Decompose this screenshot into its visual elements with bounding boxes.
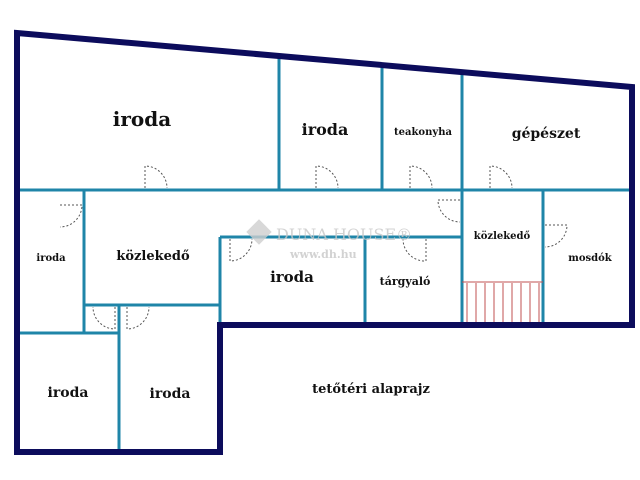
room-label: iroda <box>48 385 89 401</box>
inner-walls <box>17 57 632 452</box>
room-label: mosdók <box>568 253 613 264</box>
watermark-url: www.dh.hu <box>289 248 357 261</box>
room-label: iroda <box>270 268 314 286</box>
room-label: közlekedő <box>116 249 190 264</box>
room-label: tárgyaló <box>380 275 431 288</box>
outer-wall <box>14 29 635 455</box>
room-label: iroda <box>36 253 66 264</box>
watermark-logo-icon <box>246 219 272 245</box>
room-label: iroda <box>302 120 349 139</box>
room-label: iroda <box>150 386 191 402</box>
room-label: iroda <box>113 107 171 131</box>
stairs <box>466 283 540 322</box>
room-label: teakonyha <box>394 127 452 138</box>
watermark: DUNA HOUSE® www.dh.hu <box>246 219 412 261</box>
room-label: gépészet <box>512 126 581 142</box>
watermark-brand: DUNA HOUSE® <box>276 225 412 244</box>
plan-title: tetőtéri alaprajz <box>312 382 430 397</box>
doors <box>59 165 568 330</box>
room-label: közlekedő <box>474 231 531 242</box>
